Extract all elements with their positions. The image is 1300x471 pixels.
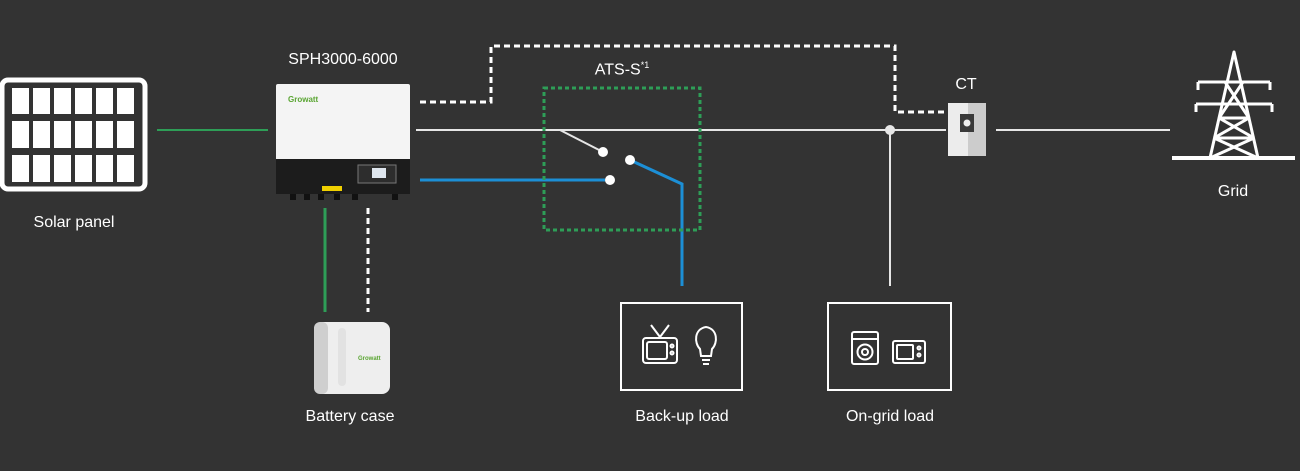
- battery-device: Growatt: [314, 322, 390, 394]
- inverter-logo: Growatt: [288, 95, 319, 104]
- solar-panel-icon: [0, 77, 148, 192]
- backup-load-label: Back-up load: [635, 408, 729, 425]
- battery-case-label: Battery case: [305, 408, 395, 425]
- ats-contact-top: [598, 147, 608, 157]
- battery-logo: Growatt: [358, 356, 381, 362]
- microwave-icon: [892, 340, 926, 364]
- ats-switch: [542, 86, 702, 232]
- inverter-device: Growatt: [276, 84, 410, 200]
- ct-device: [948, 103, 986, 156]
- connection-lines: [157, 44, 1170, 312]
- backup-load-line: [629, 158, 684, 286]
- washing-machine-icon: [851, 331, 879, 365]
- ats-contact-right: [625, 155, 635, 165]
- ongrid-load-box: [827, 302, 952, 391]
- transmission-tower-icon: [1172, 50, 1295, 160]
- inverter-model-label: SPH3000-6000: [288, 51, 398, 68]
- lightbulb-icon: [695, 325, 717, 365]
- ats-contact-bottom: [605, 175, 615, 185]
- ats-switch-lever: [559, 129, 604, 153]
- backup-load-box: [620, 302, 743, 391]
- ats-label: ATS-S*1: [595, 61, 649, 78]
- solar-panel-label: Solar panel: [33, 214, 115, 231]
- grid-label: Grid: [1217, 183, 1249, 200]
- ongrid-load-label: On-grid load: [845, 408, 935, 425]
- tv-icon: [642, 324, 678, 364]
- ct-comm-line: [420, 44, 946, 114]
- ats-dashed-box: [542, 86, 702, 232]
- ats-footnote-mark: *1: [640, 60, 650, 70]
- ats-label-text: ATS-S: [594, 61, 641, 79]
- ct-label: CT: [955, 76, 977, 93]
